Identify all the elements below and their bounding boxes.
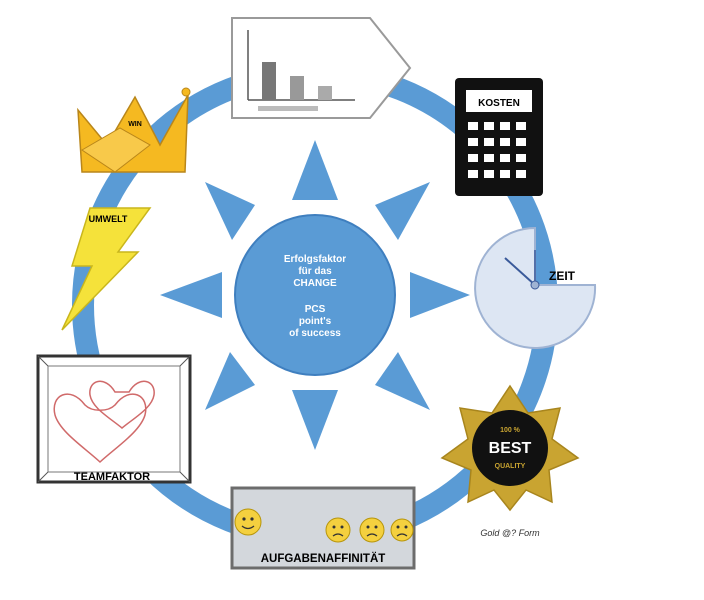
sun-ray [292,140,338,200]
sun-ray [205,182,255,240]
sun-ray [375,352,430,410]
sad-face-icon [325,517,351,543]
task-affinity-label: AUFGABENAFFINITÄT [261,552,386,565]
center-line-4: PCS [305,304,326,315]
chart-card-shape [231,17,412,119]
task-affinity-panel: AUFGABENAFFINITÄT [230,486,416,570]
chart-bar [290,76,304,100]
quality-best-label: BEST [489,440,532,457]
caption: Gold @? Form [480,528,540,538]
crown-icon: WIN [77,87,191,173]
crown-label: WIN [128,121,142,128]
center-line-6: of success [289,328,341,339]
chart-card [231,17,412,119]
calculator-icon: KOSTEN [455,78,543,196]
sun-ray [375,182,430,240]
center-circle [234,214,396,376]
center-line-1: Erfolgsfaktor [284,254,346,265]
lightning-icon: UMWELT [61,207,152,331]
center-line-2: für das [298,266,332,277]
sad-face-icon [359,517,385,543]
team-factor-frame: TEAMFAKTOR [36,354,192,484]
center-text: Erfolgsfaktor für das CHANGE PCS point's… [284,254,346,339]
heart-icon [53,393,147,464]
sun-ray [160,272,222,318]
sun-ray [292,390,338,450]
sun-ray [205,352,255,410]
quality-top-label: 100 % [500,427,521,434]
sad-face-icon [390,518,414,542]
quality-seal: 100 % BEST QUALITY [440,384,580,512]
center-line-5: point's [299,316,332,327]
chart-bar [318,86,332,100]
sun-ray [410,272,470,318]
sun-rays [160,140,470,450]
environment-label: UMWELT [89,214,128,224]
team-factor-label: TEAMFAKTOR [74,471,150,483]
chart-bar [262,62,276,100]
heart-icon [89,380,155,429]
costs-label: KOSTEN [478,98,520,109]
happy-face-icon [234,508,262,536]
time-label: ZEIT [549,269,576,283]
clock-icon: ZEIT [474,226,597,349]
quality-bottom-label: QUALITY [495,463,526,470]
center-line-3: CHANGE [293,278,337,289]
